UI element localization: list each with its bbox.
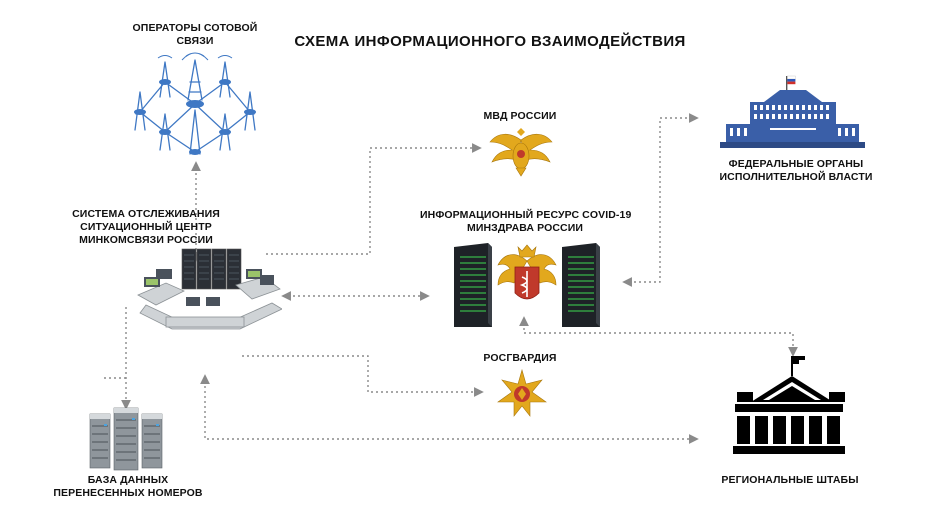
database-label-line1: БАЗА ДАННЫХ	[87, 474, 169, 486]
operators-label-line1: ОПЕРАТОРЫ СОТОВОЙ	[132, 22, 258, 34]
link-covid-regional	[519, 316, 798, 357]
rosgvardia-label-line1: РОСГВАРДИЯ	[483, 352, 557, 364]
covid-label-line2: МИНЗДРАВА РОССИИ	[466, 222, 584, 234]
federal-label-line1: ФЕДЕРАЛЬНЫЕ ОРГАНЫ	[728, 158, 864, 170]
database-servers-icon	[88, 406, 164, 472]
cell-towers-icon	[120, 52, 270, 156]
operators-label: ОПЕРАТОРЫ СОТОВОЙ СВЯЗИ	[120, 22, 270, 48]
diagram-title: СХЕМА ИНФОРМАЦИОННОГО ВЗАИМОДЕЙСТВИЯ	[294, 33, 686, 50]
link-tracking-regional	[200, 374, 699, 444]
government-building-icon	[720, 74, 865, 150]
regional-label: РЕГИОНАЛЬНЫЕ ШТАБЫ	[720, 474, 860, 487]
headquarters-building-icon	[733, 356, 845, 454]
regional-label-line1: РЕГИОНАЛЬНЫЕ ШТАБЫ	[721, 474, 859, 486]
rosgvardia-emblem-icon	[496, 368, 548, 418]
tracking-label-line3: МИНКОМСВЯЗИ РОССИИ	[79, 234, 213, 246]
mvd-label-line1: МВД РОССИИ	[483, 110, 557, 122]
server-coat-of-arms-icon	[452, 243, 602, 327]
federal-label-line2: ИСПОЛНИТЕЛЬНОЙ ВЛАСТИ	[719, 171, 873, 183]
link-tracking-mvd	[266, 143, 482, 255]
database-label: БАЗА ДАННЫХ ПЕРЕНЕСЕННЫХ НОМЕРОВ	[38, 474, 218, 500]
tracking-label-line1: СИСТЕМА ОТСЛЕЖИВАНИЯ	[72, 208, 220, 220]
link-covid-federal	[622, 113, 699, 287]
database-label-line2: ПЕРЕНЕСЕННЫХ НОМЕРОВ	[53, 487, 203, 499]
covid-label: ИНФОРМАЦИОННЫЙ РЕСУРС COVID-19 МИНЗДРАВА…	[420, 209, 632, 235]
operators-label-line2: СВЯЗИ	[176, 35, 214, 47]
covid-label-line1: ИНФОРМАЦИОННЫЙ РЕСУРС COVID-19	[420, 209, 632, 221]
rosgvardia-label: РОСГВАРДИЯ	[470, 352, 570, 365]
tracking-label-line2: СИТУАЦИОННЫЙ ЦЕНТР	[80, 221, 212, 233]
control-room-icon	[136, 247, 283, 339]
federal-label: ФЕДЕРАЛЬНЫЕ ОРГАНЫ ИСПОЛНИТЕЛЬНОЙ ВЛАСТИ	[716, 158, 876, 184]
link-tracking-rosgvardia	[242, 355, 484, 397]
tracking-label: СИСТЕМА ОТСЛЕЖИВАНИЯ СИТУАЦИОННЫЙ ЦЕНТР …	[62, 208, 230, 247]
mvd-emblem-icon	[488, 128, 554, 178]
mvd-label: МВД РОССИИ	[460, 110, 580, 123]
